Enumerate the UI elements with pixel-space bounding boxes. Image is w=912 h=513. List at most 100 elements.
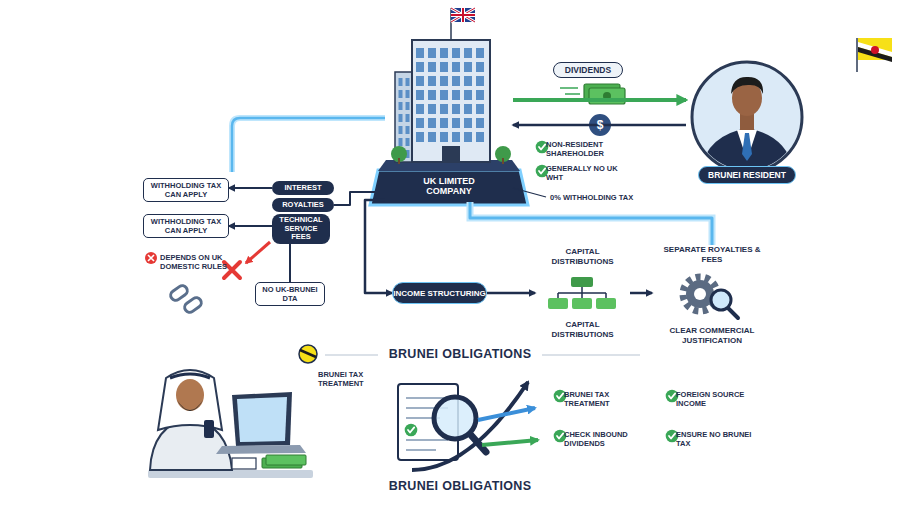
company-building	[414, 46, 488, 144]
section-divider	[325, 354, 378, 355]
connector-arrow	[487, 292, 535, 295]
brunei-flag	[857, 38, 892, 72]
section-divider	[299, 345, 317, 363]
gear-magnifier-icon	[711, 290, 731, 310]
company-building	[451, 8, 475, 22]
company-node: UK LIMITED COMPANY	[385, 30, 513, 202]
node-text: CLEAR COMMERCIAL JUSTIFICATION	[652, 326, 772, 345]
person-at-laptop	[177, 400, 203, 411]
node-text: ROYALTIES	[282, 201, 324, 210]
income-pill: TECHNICAL SERVICE FEES	[272, 214, 330, 244]
gear-magnifier-icon	[728, 308, 738, 318]
warning-note: DEPENDS ON UK DOMESTIC RULES	[160, 253, 258, 271]
node-text: NO UK-BRUNEI DTA	[259, 285, 321, 303]
document-magnifier	[482, 440, 538, 445]
icon-node: SEPARATE ROYALTIES & FEES CLEAR COMMERCIA…	[652, 245, 772, 345]
org-chart-icon	[558, 287, 606, 298]
gear-magnifier-icon	[694, 288, 706, 300]
checklist-item: BRUNEI TAX TREATMENT	[564, 390, 636, 408]
person-at-laptop	[232, 392, 292, 446]
company-building	[451, 8, 475, 22]
brunei-flag	[858, 47, 892, 62]
person-at-laptop	[266, 455, 306, 465]
check-note: GENERALLY NO UK WHT	[546, 164, 628, 182]
icon-node: CAPITAL DISTRIBUTIONS CAPITAL DISTRIBUTIO…	[535, 247, 630, 339]
leader-line	[513, 188, 546, 197]
node-text: BRUNEI RESIDENT	[698, 166, 796, 184]
check-icon	[536, 141, 679, 443]
person-at-laptop	[216, 445, 306, 454]
node-text: SEPARATE ROYALTIES & FEES	[652, 245, 772, 264]
person-at-laptop	[176, 379, 204, 411]
node-text: WITHHOLDING TAX CAN APPLY	[147, 217, 225, 235]
document-magnifier	[398, 382, 538, 470]
connector-arrow	[229, 187, 272, 189]
node-text: INTEREST	[284, 184, 321, 193]
company-building	[398, 158, 400, 164]
glow-line	[232, 118, 385, 172]
person-at-laptop	[170, 374, 210, 378]
section-divider	[542, 354, 640, 355]
glow-line	[232, 118, 385, 172]
company-building	[502, 158, 504, 164]
resident-portrait	[692, 62, 802, 175]
company-building	[451, 8, 475, 22]
process-pill: INCOME STRUCTURING	[392, 282, 487, 304]
connector-arrow	[334, 192, 385, 205]
node-text: UK LIMITED COMPANY	[407, 176, 491, 196]
edge-label: DIVIDENDS	[553, 62, 623, 78]
income-pill: ROYALTIES	[272, 198, 334, 212]
resident-portrait	[692, 62, 802, 172]
document-magnifier	[434, 397, 476, 439]
gear-magnifier-icon	[686, 280, 714, 308]
red-warning	[145, 242, 270, 278]
red-warning	[145, 252, 157, 264]
node-text: WITHHOLDING TAX CAN APPLY	[147, 181, 225, 199]
income-pill: INTEREST	[272, 181, 334, 195]
org-chart-icon	[548, 298, 568, 309]
node-text: CAPITAL DISTRIBUTIONS	[535, 320, 630, 339]
connector-arrow	[630, 292, 652, 295]
node-text: CAPITAL DISTRIBUTIONS	[535, 247, 630, 266]
company-building	[370, 8, 528, 205]
checklist-item: ENSURE NO BRUNEI TAX	[676, 430, 762, 448]
resident-portrait	[740, 114, 754, 130]
check-note: NON-RESIDENT SHAREHOLDER	[546, 140, 628, 158]
broken-chain	[169, 284, 203, 315]
company-building	[442, 146, 460, 162]
document-magnifier	[405, 424, 418, 437]
node-text: TECHNICAL SERVICE FEES	[275, 216, 327, 242]
checklist-item: FOREIGN SOURCE INCOME	[676, 390, 762, 408]
section-divider	[299, 345, 640, 363]
document-magnifier	[412, 382, 528, 470]
org-chart-icon	[571, 277, 593, 287]
red-warning	[246, 242, 270, 263]
checklist-item: CHECK INBOUND DIVIDENDS	[564, 430, 644, 448]
brunei-flag	[871, 46, 879, 54]
connector-arrow	[229, 225, 272, 227]
org-chart-icon	[572, 298, 592, 309]
person-at-laptop	[148, 370, 313, 478]
company-building	[412, 40, 490, 162]
person-at-laptop	[237, 397, 287, 442]
warning-box: WITHHOLDING TAX CAN APPLY	[143, 178, 229, 202]
resident-portrait	[742, 133, 752, 161]
person-at-laptop	[148, 470, 313, 478]
currency-symbol: $	[592, 118, 608, 132]
connector-arrow	[470, 202, 712, 245]
warning-box: WITHHOLDING TAX CAN APPLY	[143, 214, 229, 238]
company-building	[370, 170, 528, 205]
resident-portrait	[737, 130, 757, 160]
section-heading: BRUNEI OBLIGATIONS	[375, 347, 545, 361]
connector-arrow	[513, 98, 686, 102]
connector-glow	[470, 202, 712, 245]
leader-line	[513, 188, 546, 197]
treaty-box: NO UK-BRUNEI DTA	[255, 282, 325, 306]
person-node: BRUNEI RESIDENT	[686, 60, 808, 184]
company-building	[451, 8, 475, 22]
red-warning	[148, 255, 154, 261]
broken-chain	[169, 284, 189, 303]
person-at-laptop	[204, 420, 214, 438]
